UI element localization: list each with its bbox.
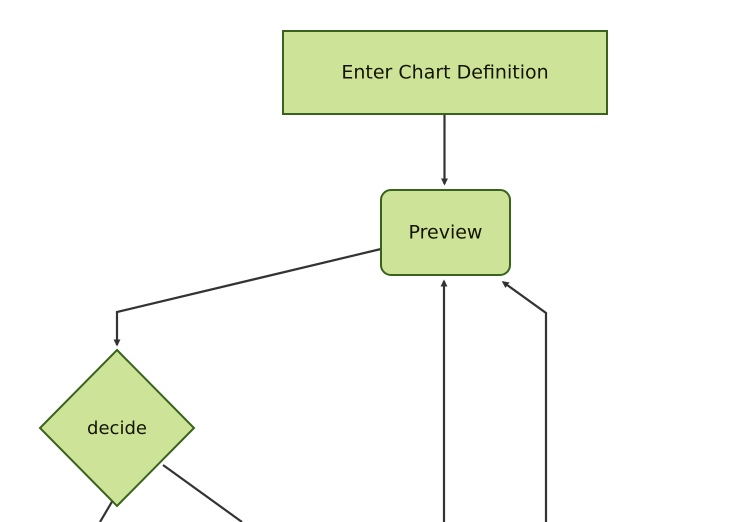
edge-decide-bottom-out xyxy=(99,499,114,522)
node-preview-label: Preview xyxy=(409,222,483,244)
node-enter-chart-definition[interactable]: Enter Chart Definition xyxy=(282,30,608,115)
node-preview[interactable]: Preview xyxy=(380,189,511,276)
node-enter-chart-definition-label: Enter Chart Definition xyxy=(341,62,548,84)
node-preview-shape[interactable] xyxy=(380,189,511,276)
node-decide[interactable]: decide xyxy=(38,348,196,508)
edge-layer xyxy=(99,114,548,522)
node-decide-label: decide xyxy=(87,418,147,439)
edge-preview-to-decide xyxy=(113,247,382,347)
node-decide-shape[interactable] xyxy=(38,348,196,508)
node-enter-chart-definition-shape[interactable] xyxy=(282,30,608,115)
node-layer: Enter Chart Definition Preview decide xyxy=(38,30,608,508)
edge-up-right-to-preview xyxy=(501,281,548,522)
edge-decide-right-out xyxy=(162,464,243,522)
